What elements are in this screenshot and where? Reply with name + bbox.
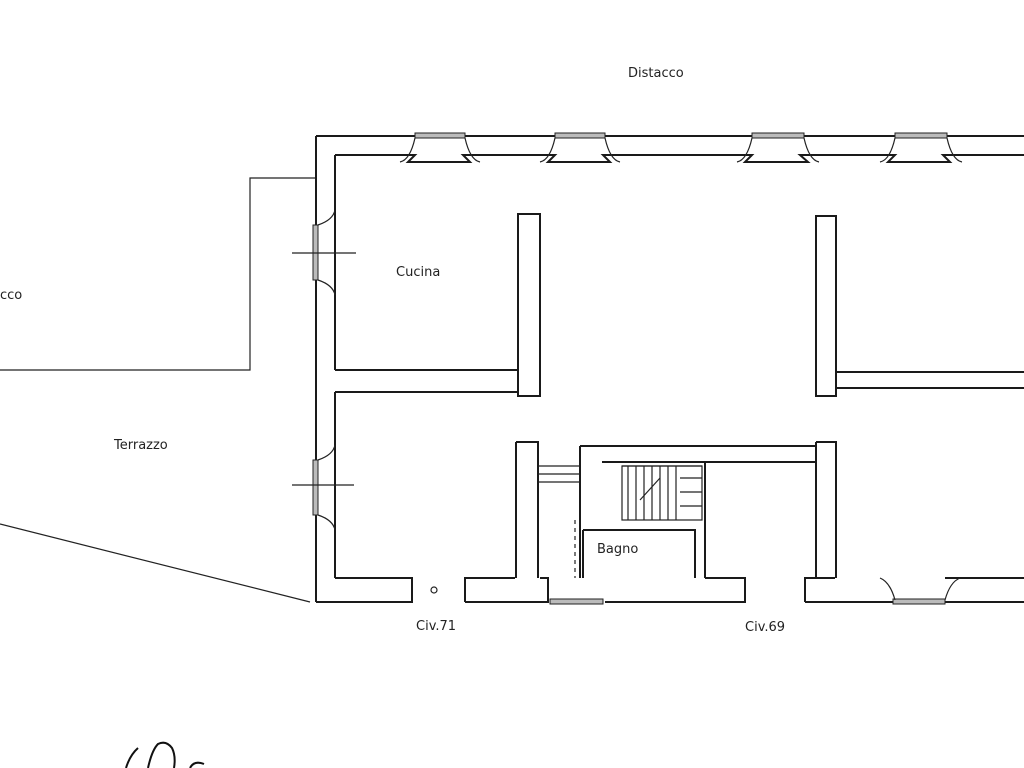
handwritten-mark (125, 741, 205, 768)
window-reveals-bottom (879, 577, 961, 601)
window-reveals-left (317, 209, 336, 531)
stair-core-walls (579, 445, 817, 578)
window-left-2 (312, 459, 319, 516)
kitchen-wall-east (517, 213, 541, 397)
bathroom-walls (582, 529, 696, 578)
terrace-outline (0, 177, 316, 371)
staircase (621, 465, 703, 521)
window-top-3 (751, 132, 805, 139)
label-civ-71: Civ.71 (416, 619, 456, 634)
label-bagno: Bagno (597, 542, 638, 557)
right-wall-vertical (815, 215, 837, 397)
entrance-marker-71 (430, 586, 438, 594)
exterior-wall-top (316, 135, 1024, 163)
kitchen-wall-south (335, 369, 518, 393)
window-top-1 (414, 132, 466, 139)
label-civ-69: Civ.69 (745, 620, 785, 635)
label-distacco-left: cco (0, 288, 22, 303)
window-bottom-2 (892, 598, 946, 605)
central-wall-left (515, 441, 539, 578)
label-distacco-top: Distacco (628, 66, 684, 81)
exterior-wall-left (315, 136, 336, 602)
window-reveals-top (399, 137, 963, 163)
bathroom-ledges (538, 465, 580, 483)
right-wall-horizontal (836, 371, 1024, 389)
label-cucina: Cucina (396, 265, 440, 280)
terrace-diagonal-edge (0, 523, 311, 603)
window-top-2 (554, 132, 606, 139)
window-bottom-1 (549, 598, 604, 605)
exterior-wall-bottom (316, 577, 1024, 603)
window-top-4 (894, 132, 948, 139)
central-wall-right (815, 441, 837, 578)
label-terrazzo: Terrazzo (113, 438, 168, 453)
